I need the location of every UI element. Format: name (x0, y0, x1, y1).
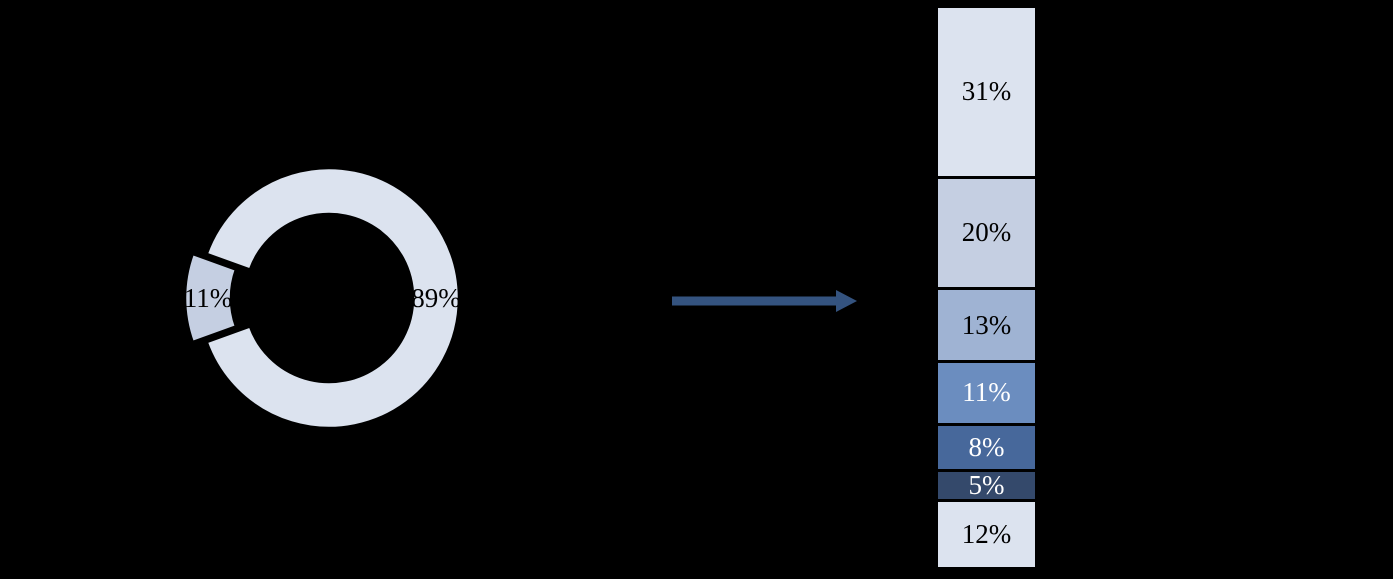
bar-segment-31: 31% (938, 8, 1035, 179)
bar-segment-8: 8% (938, 425, 1035, 473)
bar-segment-label: 31% (961, 76, 1012, 107)
flow-arrow-icon (672, 290, 857, 312)
bar-segment-label: 11% (962, 377, 1011, 408)
bar-segment-label: 13% (961, 309, 1012, 340)
bar-segment-label: 12% (961, 519, 1012, 550)
doughnut-slice-11 (183, 252, 238, 344)
bar-segment-13: 13% (938, 289, 1035, 364)
bar-segment-11: 11% (938, 363, 1035, 426)
bar-segment-label: 5% (968, 470, 1005, 501)
doughnut-slice-89 (205, 166, 461, 430)
bar-segment-5: 5% (938, 470, 1035, 503)
doughnut-slice-label: 89% (411, 283, 461, 313)
bar-segment-20: 20% (938, 178, 1035, 290)
stacked-bar-chart: 31% 20% 13% 11% 8% 5% 12% (938, 8, 1035, 567)
bar-segment-label: 20% (961, 217, 1012, 248)
bar-segment-12: 12% (938, 502, 1035, 567)
doughnut-slice-label: 11% (184, 283, 233, 313)
bar-segment-label: 8% (968, 431, 1005, 462)
